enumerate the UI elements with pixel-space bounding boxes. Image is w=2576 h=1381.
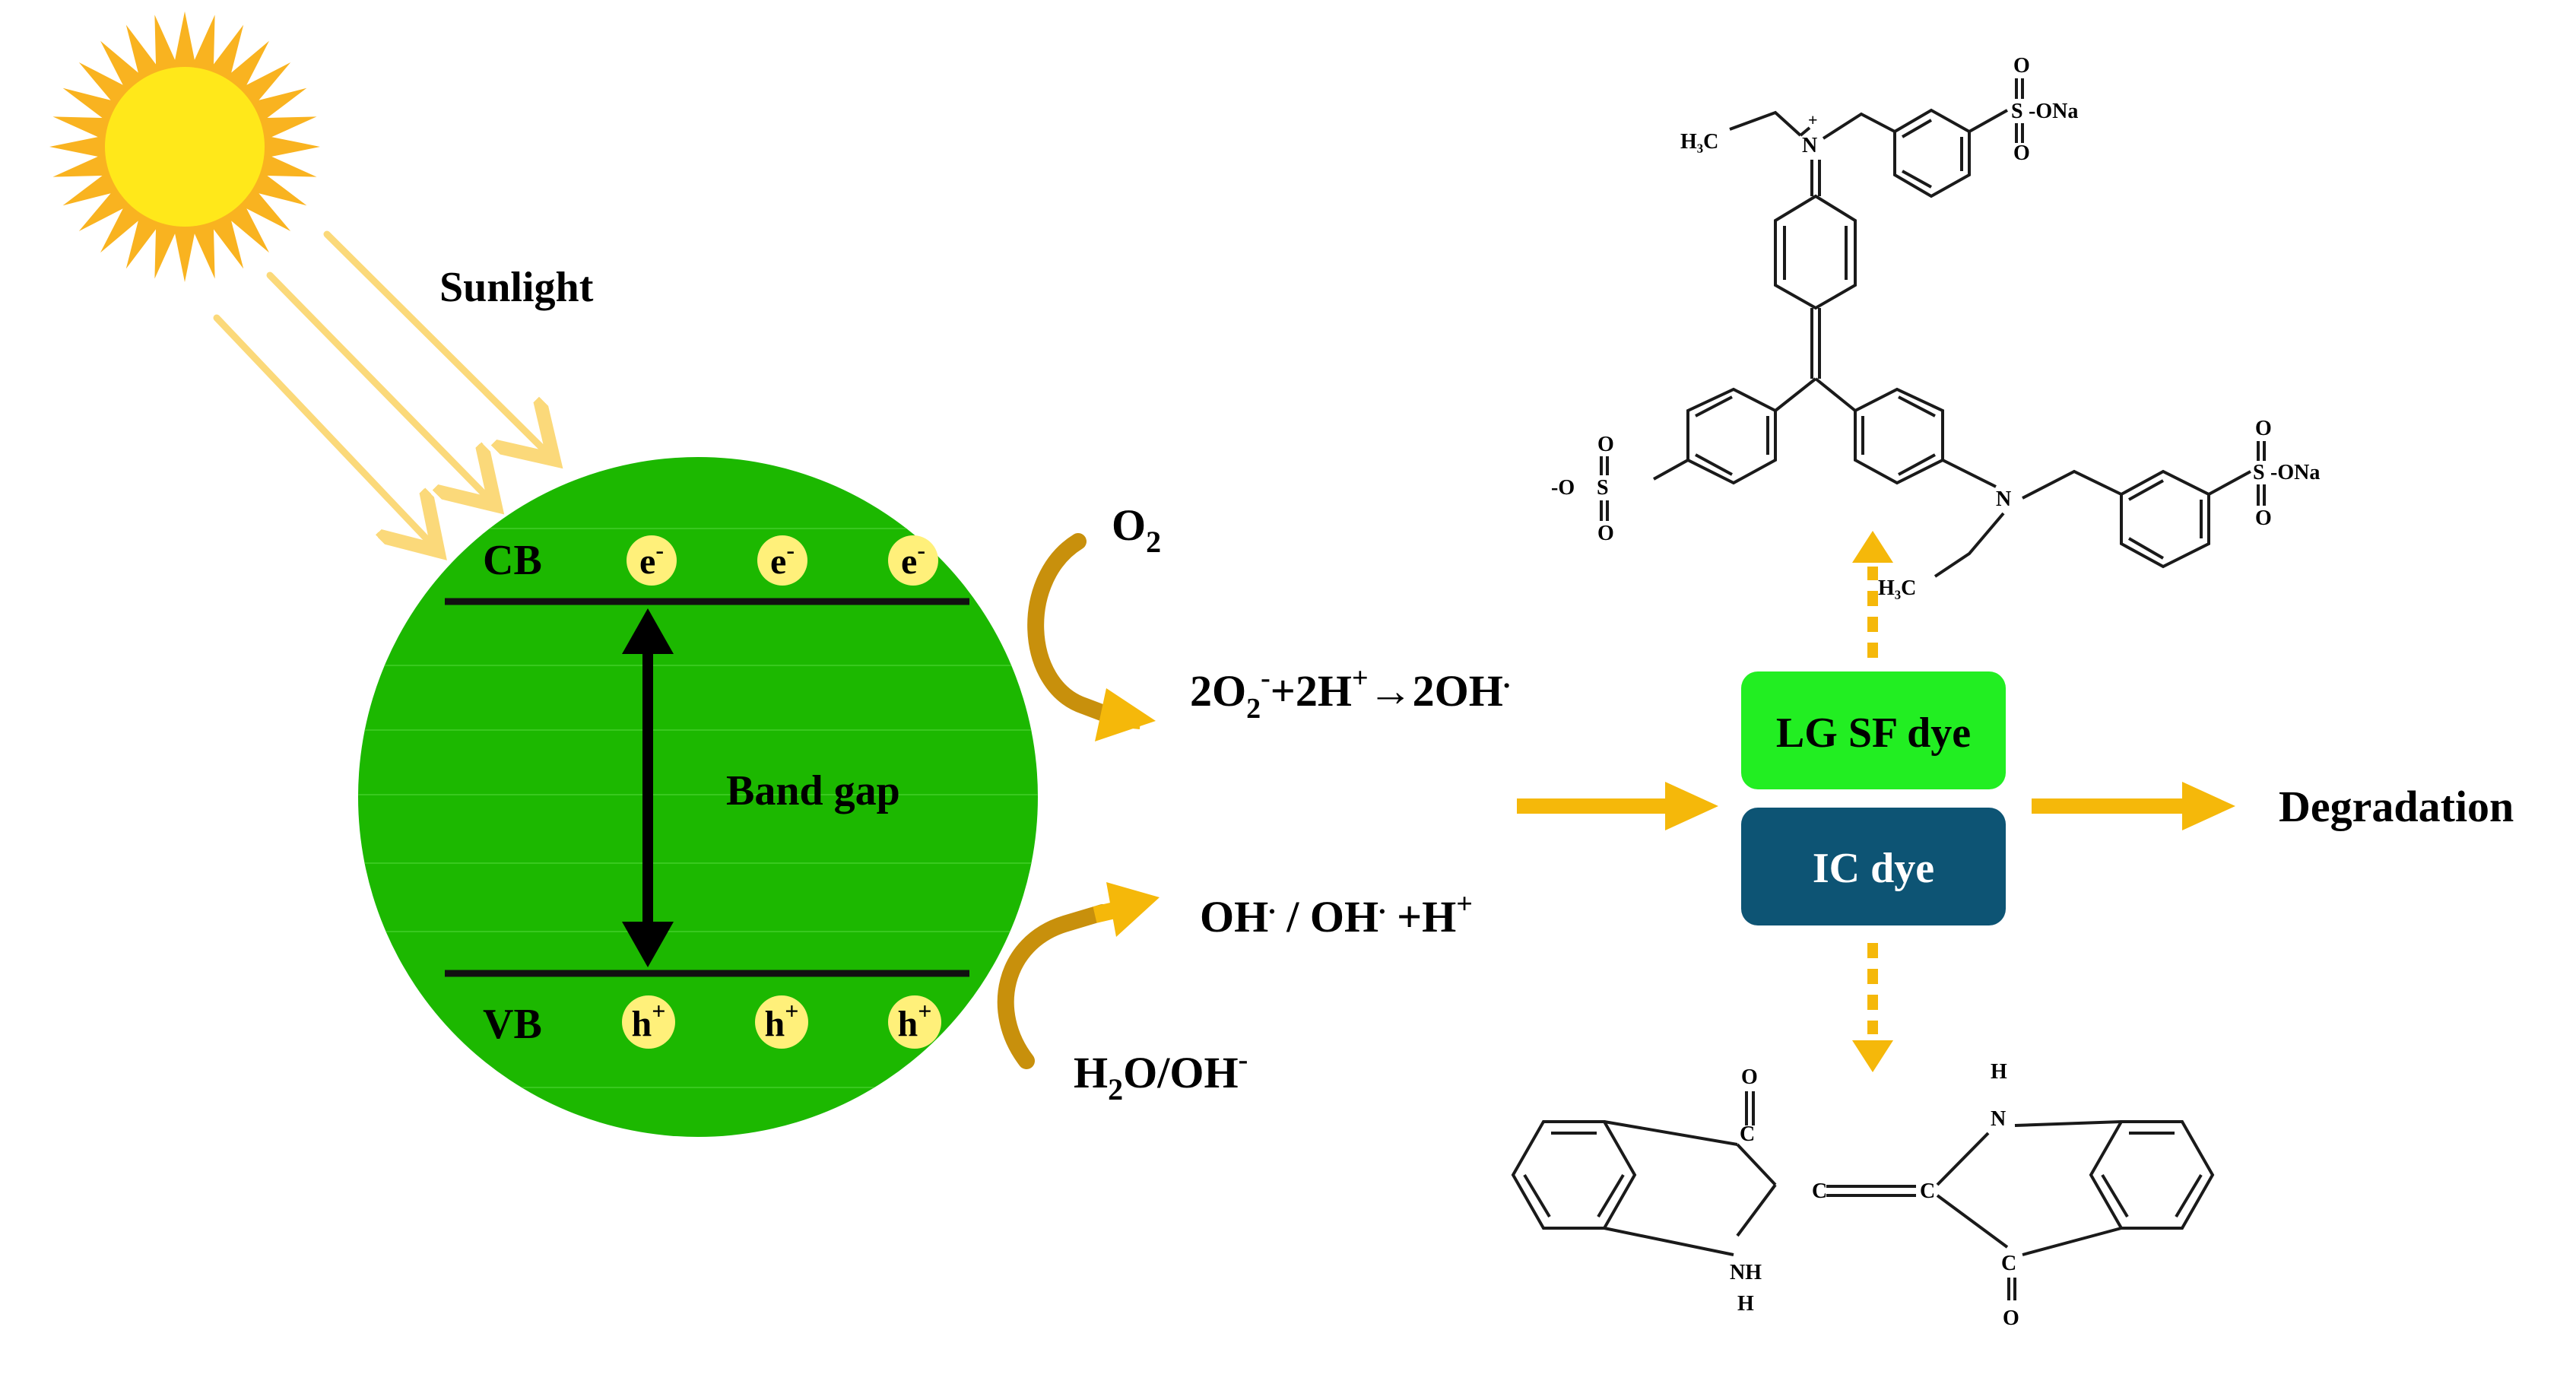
hole-2: h+: [755, 995, 808, 1049]
water-label: H2O/OH-: [1074, 1044, 1248, 1106]
svg-text:h+: h+: [765, 997, 799, 1044]
ic-structure: O C C NH H C H N C O: [1511, 1060, 2215, 1330]
lg-sf-dye-box: LG SF dye: [1741, 671, 2006, 789]
band-gap-arrow: [622, 608, 674, 967]
hole-3: h+: [888, 995, 941, 1049]
svg-text:e-: e-: [639, 536, 664, 582]
superoxide-equation: 2O2-+2H+→2OH.: [1190, 662, 1510, 725]
svg-text:C: C: [1812, 1179, 1827, 1203]
svg-text:e-: e-: [770, 536, 795, 582]
svg-text:N: N: [1996, 487, 2011, 511]
svg-text:S: S: [2011, 100, 2023, 123]
band-gap-label: Band gap: [726, 767, 900, 814]
dotted-arrow-up: [1852, 531, 1893, 658]
svg-text:e-: e-: [901, 536, 925, 582]
svg-text:-ONa: -ONa: [2270, 461, 2320, 484]
svg-text:C: C: [2001, 1252, 2016, 1275]
svg-text:H₃C: H₃C: [1878, 576, 1916, 600]
electron-1: e-: [627, 535, 677, 586]
svg-text:O: O: [1597, 433, 1614, 456]
lg-sf-structure: H₃C N + S -ONa O O S -O: [1551, 54, 2320, 600]
sun-icon: [49, 11, 320, 282]
sunlight-rays: [213, 230, 549, 546]
o2-label: O2: [1112, 500, 1161, 559]
svg-text:O: O: [2255, 506, 2272, 530]
svg-text:NH: NH: [1730, 1261, 1762, 1284]
svg-text:H: H: [1737, 1292, 1754, 1316]
ic-dye-label: IC dye: [1813, 845, 1934, 892]
svg-text:S: S: [2253, 461, 2265, 484]
svg-text:S: S: [1597, 476, 1609, 500]
vb-label: VB: [483, 1001, 542, 1048]
sunlight-label: Sunlight: [439, 264, 594, 311]
svg-text:O: O: [2013, 141, 2030, 165]
svg-text:O: O: [1741, 1065, 1758, 1089]
svg-text:+: +: [1808, 110, 1818, 129]
cb-label: CB: [483, 537, 542, 584]
electron-2: e-: [757, 535, 807, 586]
electron-3: e-: [888, 535, 938, 586]
svg-text:C: C: [1920, 1179, 1935, 1203]
hole-1: h+: [622, 995, 675, 1049]
svg-text:-ONa: -ONa: [2029, 100, 2078, 123]
svg-text:h+: h+: [898, 997, 932, 1044]
hydroxyl-products: OH. / OH. +H+: [1200, 888, 1473, 941]
oxidation-arrow: [997, 882, 1160, 1069]
svg-text:O: O: [1597, 522, 1614, 545]
svg-text:h+: h+: [632, 997, 666, 1044]
svg-text:O: O: [2255, 417, 2272, 440]
ic-dye-box: IC dye: [1741, 808, 2006, 925]
svg-text:-O: -O: [1551, 476, 1575, 500]
lg-sf-dye-label: LG SF dye: [1776, 710, 1971, 757]
svg-text:O: O: [2013, 54, 2030, 78]
svg-text:N: N: [1991, 1107, 2006, 1131]
svg-text:N: N: [1802, 134, 1817, 157]
photocatalyst-particle: Band gap CB VB e- e- e- h+ h+ h+: [358, 457, 1038, 1137]
dotted-arrow-down: [1852, 943, 1893, 1072]
input-arrow: [1517, 782, 1718, 830]
svg-text:C: C: [1740, 1122, 1755, 1146]
degradation-label: Degradation: [2279, 782, 2514, 831]
svg-text:O: O: [2003, 1306, 2019, 1330]
svg-text:H₃C: H₃C: [1680, 130, 1718, 154]
reduction-arrow: [1027, 533, 1156, 741]
degradation-arrow: [2032, 782, 2235, 830]
svg-text:H: H: [1991, 1060, 2007, 1084]
